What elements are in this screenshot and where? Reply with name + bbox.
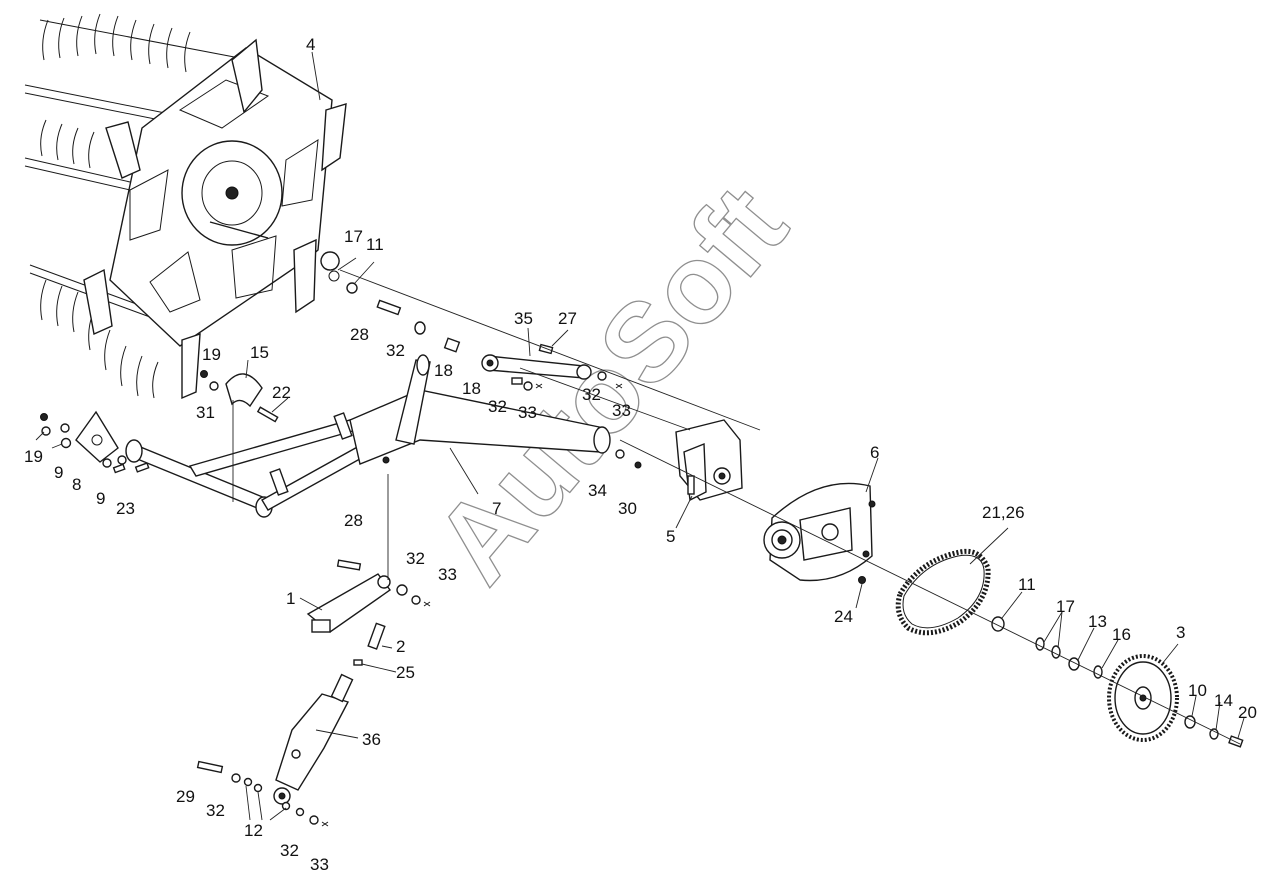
callout: 31 — [196, 403, 215, 422]
callout: 36 — [362, 730, 381, 749]
callout: 29 — [176, 787, 195, 806]
callout: 33 — [518, 403, 537, 422]
callout: 23 — [116, 499, 135, 518]
axis-lines — [339, 269, 1241, 745]
bracket-part-5 — [615, 419, 743, 502]
callout: 32 — [386, 341, 405, 360]
callout: 32 — [582, 385, 601, 404]
callout: 33 — [438, 565, 457, 584]
callout: 2 — [396, 637, 405, 656]
upper-pins — [320, 251, 461, 353]
callout: 1 — [286, 589, 295, 608]
callout: 19 — [202, 345, 221, 364]
reel-assembly — [24, 13, 347, 400]
upper-cylinder-part-35 — [481, 343, 623, 391]
callout: 32 — [206, 801, 225, 820]
callout: 9 — [96, 489, 105, 508]
callout: 22 — [272, 383, 291, 402]
callout: 11 — [1018, 575, 1036, 594]
callout: 9 — [54, 463, 63, 482]
callout: 7 — [492, 499, 501, 518]
callout: 11 — [366, 235, 384, 254]
callout: 15 — [250, 343, 269, 362]
callout: 25 — [396, 663, 415, 682]
callout: 18 — [462, 379, 481, 398]
callout: 33 — [310, 855, 329, 874]
reel-tines — [40, 13, 191, 399]
reel-arms — [83, 38, 347, 400]
lower-parts — [196, 400, 431, 827]
pin-part-22 — [256, 406, 279, 423]
callout: 10 — [1188, 681, 1207, 700]
callout: 4 — [306, 35, 315, 54]
leader-lines — [35, 51, 1245, 821]
callout: 32 — [488, 397, 507, 416]
callout: 27 — [558, 309, 577, 328]
callout: 32 — [406, 549, 425, 568]
callout: 8 — [72, 475, 81, 494]
callout: 32 — [280, 841, 299, 860]
callout: 19 — [24, 447, 43, 466]
callout: 18 — [434, 361, 453, 380]
callout-labels: 4 17 11 28 32 18 35 27 19 15 22 31 32 33… — [24, 35, 1257, 874]
callout: 17 — [344, 227, 363, 246]
callout: 13 — [1088, 612, 1107, 631]
callout: 35 — [514, 309, 533, 328]
hydraulic-cylinder-part-36 — [275, 693, 350, 791]
callout: 6 — [870, 443, 879, 462]
callout: 12 — [244, 821, 263, 840]
callout: 30 — [618, 499, 637, 518]
clamp-part-15 — [225, 373, 263, 408]
callout: 20 — [1238, 703, 1257, 722]
callout: 24 — [834, 607, 853, 626]
callout: 28 — [344, 511, 363, 530]
callout: 3 — [1176, 623, 1185, 642]
drive-chain-part-21-26 — [895, 548, 991, 636]
drive-cover-part-6 — [763, 482, 876, 584]
shaft-washers-right — [991, 616, 1244, 748]
callout: 28 — [350, 325, 369, 344]
washers-and-bolts-left — [40, 370, 279, 474]
reel-support-arm — [125, 354, 611, 518]
sprocket-part-3 — [1107, 654, 1179, 742]
callout: 21,26 — [982, 503, 1025, 522]
callout: 17 — [1056, 597, 1075, 616]
plate-part-8 — [75, 410, 119, 463]
callout: 34 — [588, 481, 607, 500]
callout: 5 — [666, 527, 675, 546]
callout: 33 — [612, 401, 631, 420]
callout: 14 — [1214, 691, 1233, 710]
callout: 16 — [1112, 625, 1131, 644]
